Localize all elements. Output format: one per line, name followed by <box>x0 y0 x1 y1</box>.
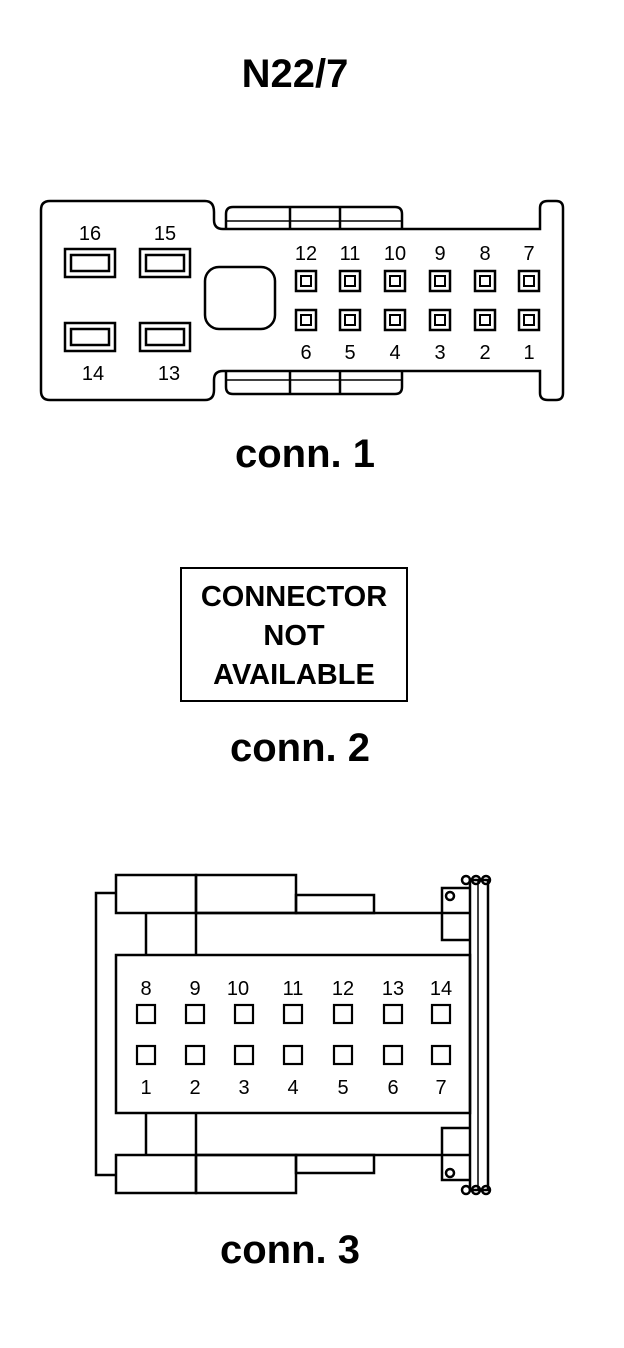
pin-label: 9 <box>189 978 200 1000</box>
connector-2-not-available-box: CONNECTOR NOT AVAILABLE <box>180 567 408 702</box>
pin-label: 8 <box>479 243 490 265</box>
large-pin <box>138 247 192 279</box>
connector-3-caption: conn. 3 <box>219 1228 361 1272</box>
pin-label: 6 <box>387 1077 398 1099</box>
pin <box>430 1044 452 1066</box>
connector-3-outline <box>94 873 492 1196</box>
pin-label: 2 <box>189 1077 200 1099</box>
pin-label: 15 <box>154 223 176 245</box>
pin <box>184 1003 206 1025</box>
not-available-line: NOT <box>263 620 325 652</box>
pin-label: 12 <box>332 978 354 1000</box>
small-pin <box>428 308 452 332</box>
pin-label: 3 <box>434 342 445 364</box>
small-pin <box>294 308 318 332</box>
pin <box>282 1003 304 1025</box>
small-pin <box>383 308 407 332</box>
pin-label: 1 <box>523 342 534 364</box>
connector-1-outline <box>39 199 565 402</box>
pin-label: 7 <box>435 1077 446 1099</box>
pin-label: 5 <box>344 342 355 364</box>
pin <box>382 1003 404 1025</box>
pin-label: 11 <box>283 978 304 1000</box>
large-pin <box>63 247 117 279</box>
connector-1-caption: conn. 1 <box>234 432 376 476</box>
pin-label: 11 <box>340 243 361 265</box>
pin-label: 10 <box>227 978 249 1000</box>
pin-label: 6 <box>300 342 311 364</box>
pin <box>233 1003 255 1025</box>
not-available-line: AVAILABLE <box>213 659 375 691</box>
pin-label: 14 <box>82 363 104 385</box>
connector-2-caption: conn. 2 <box>229 726 371 770</box>
pin-label: 16 <box>79 223 101 245</box>
pin <box>184 1044 206 1066</box>
pin-label: 8 <box>140 978 151 1000</box>
pin <box>282 1044 304 1066</box>
pin-label: 1 <box>140 1077 151 1099</box>
large-pin <box>138 321 192 353</box>
pin-label: 5 <box>337 1077 348 1099</box>
pin-label: 7 <box>523 243 534 265</box>
pin <box>135 1003 157 1025</box>
small-pin <box>383 269 407 293</box>
small-pin <box>473 269 497 293</box>
pin <box>135 1044 157 1066</box>
pin <box>430 1003 452 1025</box>
small-pin <box>338 269 362 293</box>
pin-label: 4 <box>389 342 400 364</box>
pin <box>233 1044 255 1066</box>
pin <box>382 1044 404 1066</box>
pin-label: 12 <box>295 243 317 265</box>
pin-label: 9 <box>434 243 445 265</box>
pin-label: 4 <box>287 1077 298 1099</box>
small-pin <box>517 308 541 332</box>
diagram-title: N22/7 <box>241 52 349 96</box>
small-pin <box>517 269 541 293</box>
pin-label: 3 <box>238 1077 249 1099</box>
small-pin <box>473 308 497 332</box>
connector-1-small-pins: 12 11 10 9 8 7 6 5 4 3 2 1 <box>294 243 541 364</box>
connector-1-large-pins: 16 15 14 13 <box>63 223 192 385</box>
small-pin <box>428 269 452 293</box>
pin-label: 14 <box>430 978 452 1000</box>
pin <box>332 1044 354 1066</box>
pin-label: 2 <box>479 342 490 364</box>
small-pin <box>338 308 362 332</box>
pin-label: 13 <box>382 978 404 1000</box>
pin-label: 13 <box>158 363 180 385</box>
large-pin <box>63 321 117 353</box>
pin <box>332 1003 354 1025</box>
small-pin <box>294 269 318 293</box>
pin-label: 10 <box>384 243 406 265</box>
not-available-line: CONNECTOR <box>200 581 388 613</box>
